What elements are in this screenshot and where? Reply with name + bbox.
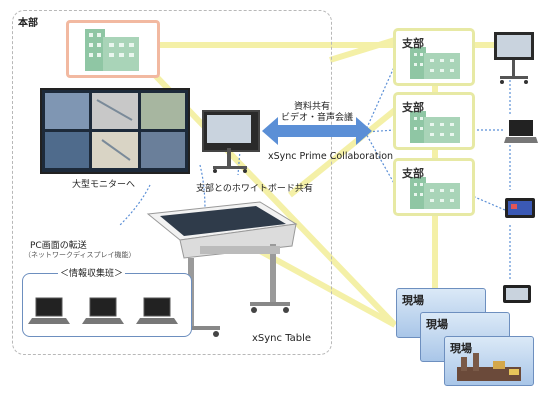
site-label: 現場: [426, 318, 448, 331]
xsync-table: [146, 201, 298, 337]
display-stand: [213, 148, 247, 173]
table-caption: xSync Table: [252, 333, 312, 344]
headquarters-building: [66, 20, 160, 78]
factory-icon: [457, 353, 521, 381]
branch-laptop-icon: [504, 120, 538, 143]
collab-line-2: ビデオ・音声会議: [281, 113, 354, 123]
info-team-label: ＜情報収集班＞: [58, 266, 126, 279]
branch-office-3: 支部: [393, 158, 475, 216]
whiteboard-display: [202, 110, 260, 152]
building-icon: [85, 29, 139, 71]
large-monitor: [40, 88, 190, 174]
tablet-icon: [505, 198, 535, 218]
headquarters-frame: [12, 10, 332, 355]
branch-label: 支部: [402, 167, 424, 180]
laptop-icon: [136, 297, 178, 324]
field-site-3: 現場: [444, 336, 534, 386]
laptop-icon: [82, 297, 124, 324]
collab-product: xSync Prime Collaboration: [268, 151, 394, 162]
laptop-icon: [28, 297, 70, 324]
whiteboard-caption: 支部とのホワイトボード共有: [196, 184, 313, 194]
collaboration-arrow: [262, 117, 372, 145]
transfer-caption: PC画面の転送: [30, 241, 87, 251]
team-laptops: [28, 297, 178, 324]
branch-label: 支部: [402, 101, 424, 114]
branch-office-1: 支部: [393, 28, 475, 86]
transfer-sub: （ネットワークディスプレイ機能）: [24, 251, 136, 259]
building-icon: [410, 111, 460, 143]
site-label: 現場: [402, 294, 424, 307]
site-label: 現場: [450, 342, 472, 355]
branch-label: 支部: [402, 37, 424, 50]
branch-display-stand: [494, 32, 534, 84]
collab-line-1: 資料共有: [294, 102, 331, 112]
monitor-caption: 大型モニターへ: [72, 180, 136, 190]
branch-office-2: 支部: [393, 92, 475, 150]
building-icon: [410, 47, 460, 79]
headquarters-label: 本部: [18, 18, 38, 29]
field-tablet-icon: [503, 285, 531, 303]
building-icon: [410, 177, 460, 209]
